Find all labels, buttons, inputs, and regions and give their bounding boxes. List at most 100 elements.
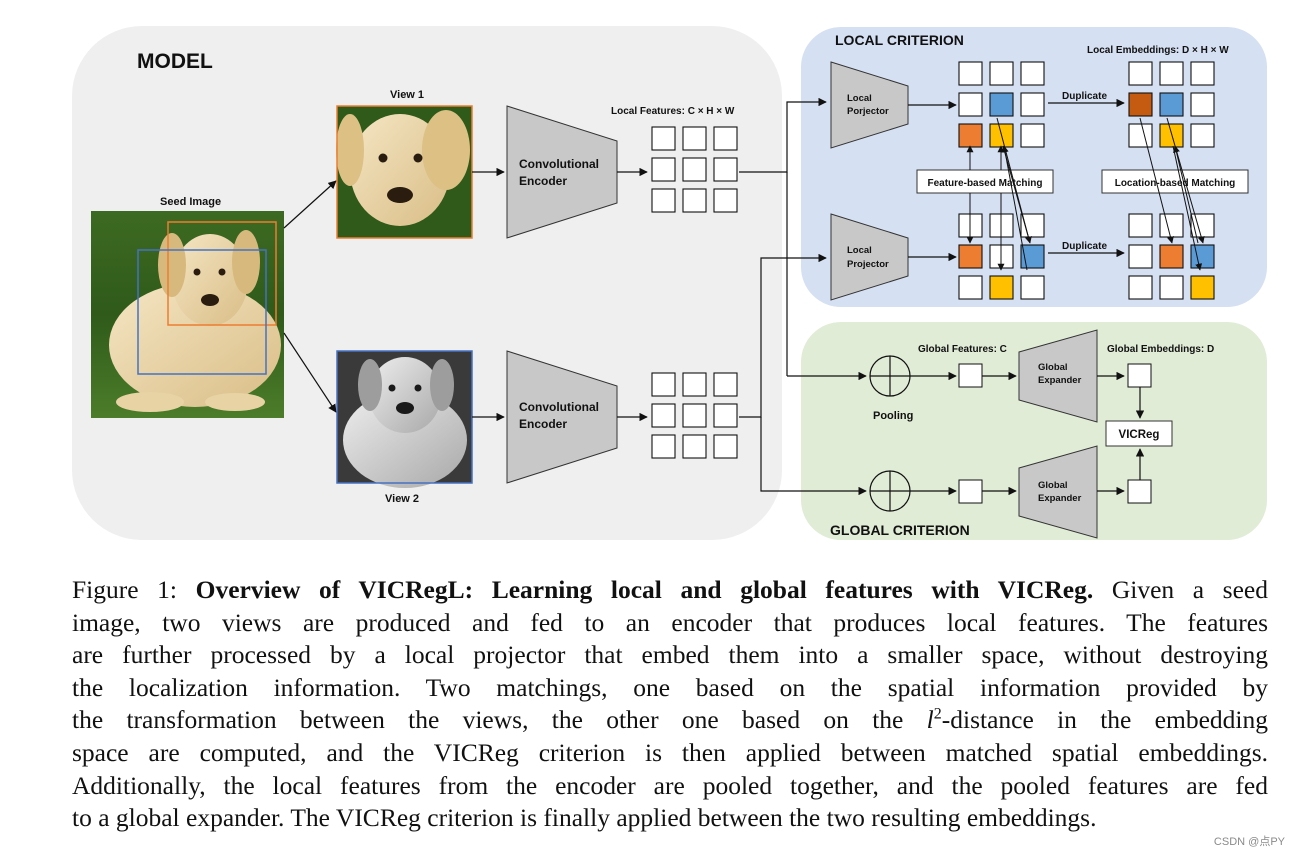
encoder-bottom xyxy=(506,350,618,484)
location-matching-label: Location-based Matching xyxy=(1115,178,1236,189)
global-expander-bottom-line2: Expander xyxy=(1038,493,1082,504)
caption-line-2: image, two views are produced and fed to… xyxy=(72,607,1268,637)
vicregl-overview-diagram: MODEL LOCAL CRITERION GLOBAL CRITERION S… xyxy=(72,26,1267,540)
local-projector-bottom-line1: Local xyxy=(847,245,872,256)
local-criterion-label: LOCAL CRITERION xyxy=(835,32,964,48)
local-features-bottom-grid xyxy=(651,372,738,459)
pooling-bottom xyxy=(869,470,911,512)
grid-cell xyxy=(1190,275,1215,300)
duplicate-label-bottom: Duplicate xyxy=(1062,241,1107,252)
global-expander-top-line1: Global xyxy=(1038,362,1068,373)
local-projector-bottom-line2: Projector xyxy=(847,259,889,270)
view1-image xyxy=(336,105,473,239)
grid-cell xyxy=(713,434,738,459)
grid-cell xyxy=(682,403,707,428)
local-projector-top xyxy=(830,61,909,149)
local-projector-top-line2: Porjector xyxy=(847,106,889,117)
seed-image xyxy=(91,211,284,418)
grid-cell xyxy=(1020,275,1045,300)
encoder-top-label-line2: Encoder xyxy=(519,174,567,188)
encoder-top xyxy=(506,105,618,239)
caption-line-7: Additionally, the local features from th… xyxy=(72,770,1268,800)
grid-cell xyxy=(1190,213,1215,238)
caption-prefix: Figure 1: xyxy=(72,575,196,604)
view2-image xyxy=(336,350,473,488)
local-embed-top-right-grid xyxy=(1128,61,1215,148)
view1-crop-box xyxy=(167,221,277,326)
grid-cell xyxy=(651,126,676,151)
global-embedding-cell-bottom xyxy=(1127,479,1152,504)
view1-label: View 1 xyxy=(390,89,424,101)
caption-line-1: Figure 1: Overview of VICRegL: Learning … xyxy=(72,574,1268,607)
global-embeddings-label: Global Embeddings: D xyxy=(1107,344,1214,355)
caption-line-3: are further processed by a local project… xyxy=(72,640,1268,670)
grid-cell xyxy=(989,61,1014,86)
grid-cell xyxy=(713,126,738,151)
caption-line5-l: l xyxy=(926,705,934,735)
global-expander-bottom-line1: Global xyxy=(1038,480,1068,491)
vicreg-box xyxy=(1105,420,1173,447)
local-embeddings-label: Local Embeddings: D × H × W xyxy=(1087,45,1229,56)
grid-cell xyxy=(1190,61,1215,86)
grid-cell xyxy=(958,244,983,269)
grid-cell xyxy=(1128,213,1153,238)
grid-cell xyxy=(1159,244,1184,269)
feature-matching-label: Feature-based Matching xyxy=(927,178,1042,189)
grid-cell xyxy=(1159,123,1184,148)
local-features-label: Local Features: C × H × W xyxy=(611,106,735,117)
global-expander-top-line2: Expander xyxy=(1038,375,1082,386)
global-features-label: Global Features: C xyxy=(918,344,1007,355)
model-label: MODEL xyxy=(137,50,213,73)
grid-cell xyxy=(989,275,1014,300)
grid-cell xyxy=(1190,123,1215,148)
local-embed-bot-right-grid xyxy=(1128,213,1215,300)
grid-cell xyxy=(713,372,738,397)
encoder-bottom-label-line2: Encoder xyxy=(519,417,567,431)
grid-cell xyxy=(682,372,707,397)
global-feature-cell-top xyxy=(958,363,983,388)
grid-cell xyxy=(1020,92,1045,117)
grid-cell xyxy=(651,434,676,459)
grid-cell xyxy=(682,126,707,151)
pooling-top xyxy=(869,355,911,397)
global-criterion-label: GLOBAL CRITERION xyxy=(830,522,970,538)
grid-cell xyxy=(1159,275,1184,300)
feature-matching-box xyxy=(916,169,1054,194)
local-projector-bottom xyxy=(830,213,909,301)
grid-cell xyxy=(1159,92,1184,117)
global-expander-bottom xyxy=(1018,445,1098,539)
encoder-top-label-line1: Convolutional xyxy=(519,157,599,171)
grid-cell xyxy=(713,157,738,182)
caption-line5-sup: 2 xyxy=(933,705,942,723)
grid-cell xyxy=(958,61,983,86)
grid-cell xyxy=(713,403,738,428)
view2-crop-box xyxy=(137,249,267,375)
figure-caption: Figure 1: Overview of VICRegL: Learning … xyxy=(72,574,1268,835)
grid-cell xyxy=(1020,244,1045,269)
grid-cell xyxy=(651,188,676,213)
seed-image-label: Seed Image xyxy=(160,196,221,208)
grid-cell xyxy=(1128,61,1153,86)
grid-cell xyxy=(713,188,738,213)
global-embedding-cell-top xyxy=(1127,363,1152,388)
global-expander-top xyxy=(1018,329,1098,423)
grid-cell xyxy=(958,123,983,148)
local-embed-bot-left-grid xyxy=(958,213,1045,300)
grid-cell xyxy=(1159,213,1184,238)
local-projector-top-line1: Local xyxy=(847,93,872,104)
caption-line-6: space are computed, and the VICReg crite… xyxy=(72,737,1268,767)
caption-line5-b: -distance in the embedding xyxy=(941,705,1268,735)
encoder-bottom-label-line1: Convolutional xyxy=(519,400,599,414)
grid-cell xyxy=(1020,213,1045,238)
vicreg-label: VICReg xyxy=(1119,429,1160,441)
view2-label: View 2 xyxy=(385,493,419,505)
grid-cell xyxy=(682,434,707,459)
grid-cell xyxy=(989,92,1014,117)
watermark: CSDN @点PY xyxy=(1213,836,1285,848)
grid-cell xyxy=(1190,92,1215,117)
grid-cell xyxy=(1159,61,1184,86)
grid-cell xyxy=(958,275,983,300)
caption-line-4: the localization information. Two matchi… xyxy=(72,672,1268,702)
pooling-label: Pooling xyxy=(873,410,913,422)
local-features-top-grid xyxy=(651,126,738,213)
